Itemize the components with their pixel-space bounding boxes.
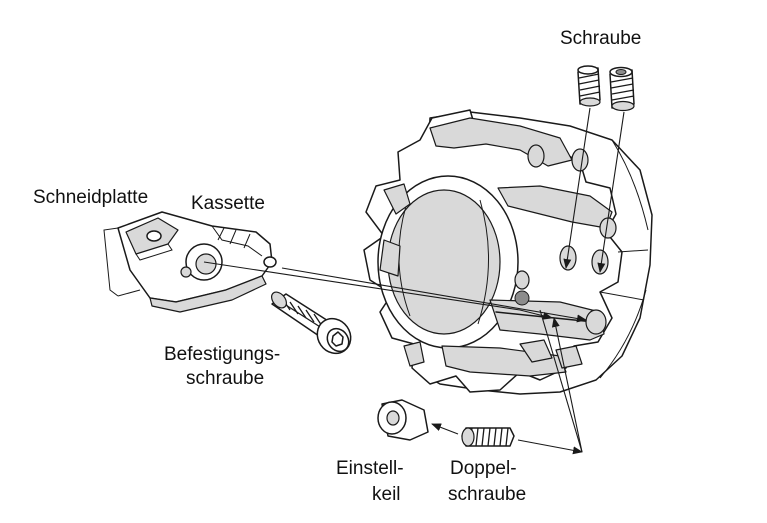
double-screw-arrow (517, 439, 583, 455)
label-befestigungs-line1: Befestigungs- (164, 344, 280, 365)
double-screw-path-line (539, 309, 583, 453)
double-screw-icon (461, 427, 515, 447)
label-schneidplatte: Schneidplatte (33, 187, 148, 208)
indexable-insert-icon (125, 217, 179, 261)
clamp-path-arrow-head (519, 309, 553, 320)
adjusting-wedge-icon (377, 399, 429, 441)
label-einstell-line1: Einstell- (336, 458, 404, 479)
label-doppel-line1: Doppel- (450, 458, 517, 479)
screw-path-arrow (563, 107, 591, 269)
label-schraube: Schraube (560, 28, 641, 49)
screw-icon (609, 66, 635, 112)
screw-path-arrow (597, 111, 625, 273)
milling-cutter-body-icon (363, 109, 653, 395)
clamp-path-arrow (203, 261, 521, 311)
wedge-arrow (431, 423, 459, 435)
clamping-screw-icon (271, 291, 352, 355)
label-doppel-line2: schraube (448, 484, 526, 505)
label-einstell-line2: keil (372, 484, 401, 505)
label-kassette: Kassette (191, 193, 265, 214)
double-screw-path-arrow (551, 317, 583, 453)
label-befestigungs-line2: schraube (186, 368, 264, 389)
cassette-icon (103, 211, 277, 313)
screw-icon (577, 65, 601, 107)
cassette-path-arrow (281, 267, 587, 323)
